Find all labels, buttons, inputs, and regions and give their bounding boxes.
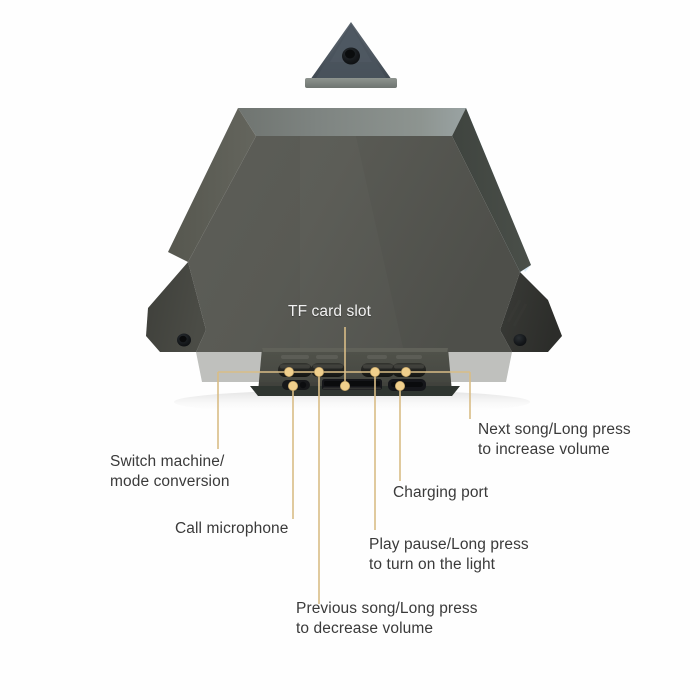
port-row xyxy=(282,379,426,391)
left-wing xyxy=(146,262,206,352)
top-bevel-face xyxy=(238,108,466,136)
front-face xyxy=(188,136,520,352)
label-call-microphone: Call microphone xyxy=(175,520,289,537)
left-bevel-face xyxy=(168,108,256,262)
label-switch-machine: Switch machine/ mode conversion xyxy=(110,453,230,490)
power-button[interactable] xyxy=(278,355,312,377)
label-charging-port: Charging port xyxy=(393,484,489,501)
label-next-song: Next song/Long press to increase volume xyxy=(478,421,631,458)
tf-card-slot[interactable] xyxy=(322,379,382,390)
charging-port[interactable] xyxy=(388,379,426,391)
next-button[interactable] xyxy=(392,355,426,377)
label-previous-song: Previous song/Long press to decrease vol… xyxy=(296,600,478,637)
right-screw-hole xyxy=(513,334,527,346)
bracket-base xyxy=(305,78,397,88)
microphone xyxy=(282,380,310,390)
mounting-bracket xyxy=(305,22,397,88)
right-wing xyxy=(500,272,562,352)
label-play-pause: Play pause/Long press to turn on the lig… xyxy=(369,536,529,573)
label-tf-card-slot: TF card slot xyxy=(288,303,372,320)
right-bevel-face xyxy=(452,108,531,272)
